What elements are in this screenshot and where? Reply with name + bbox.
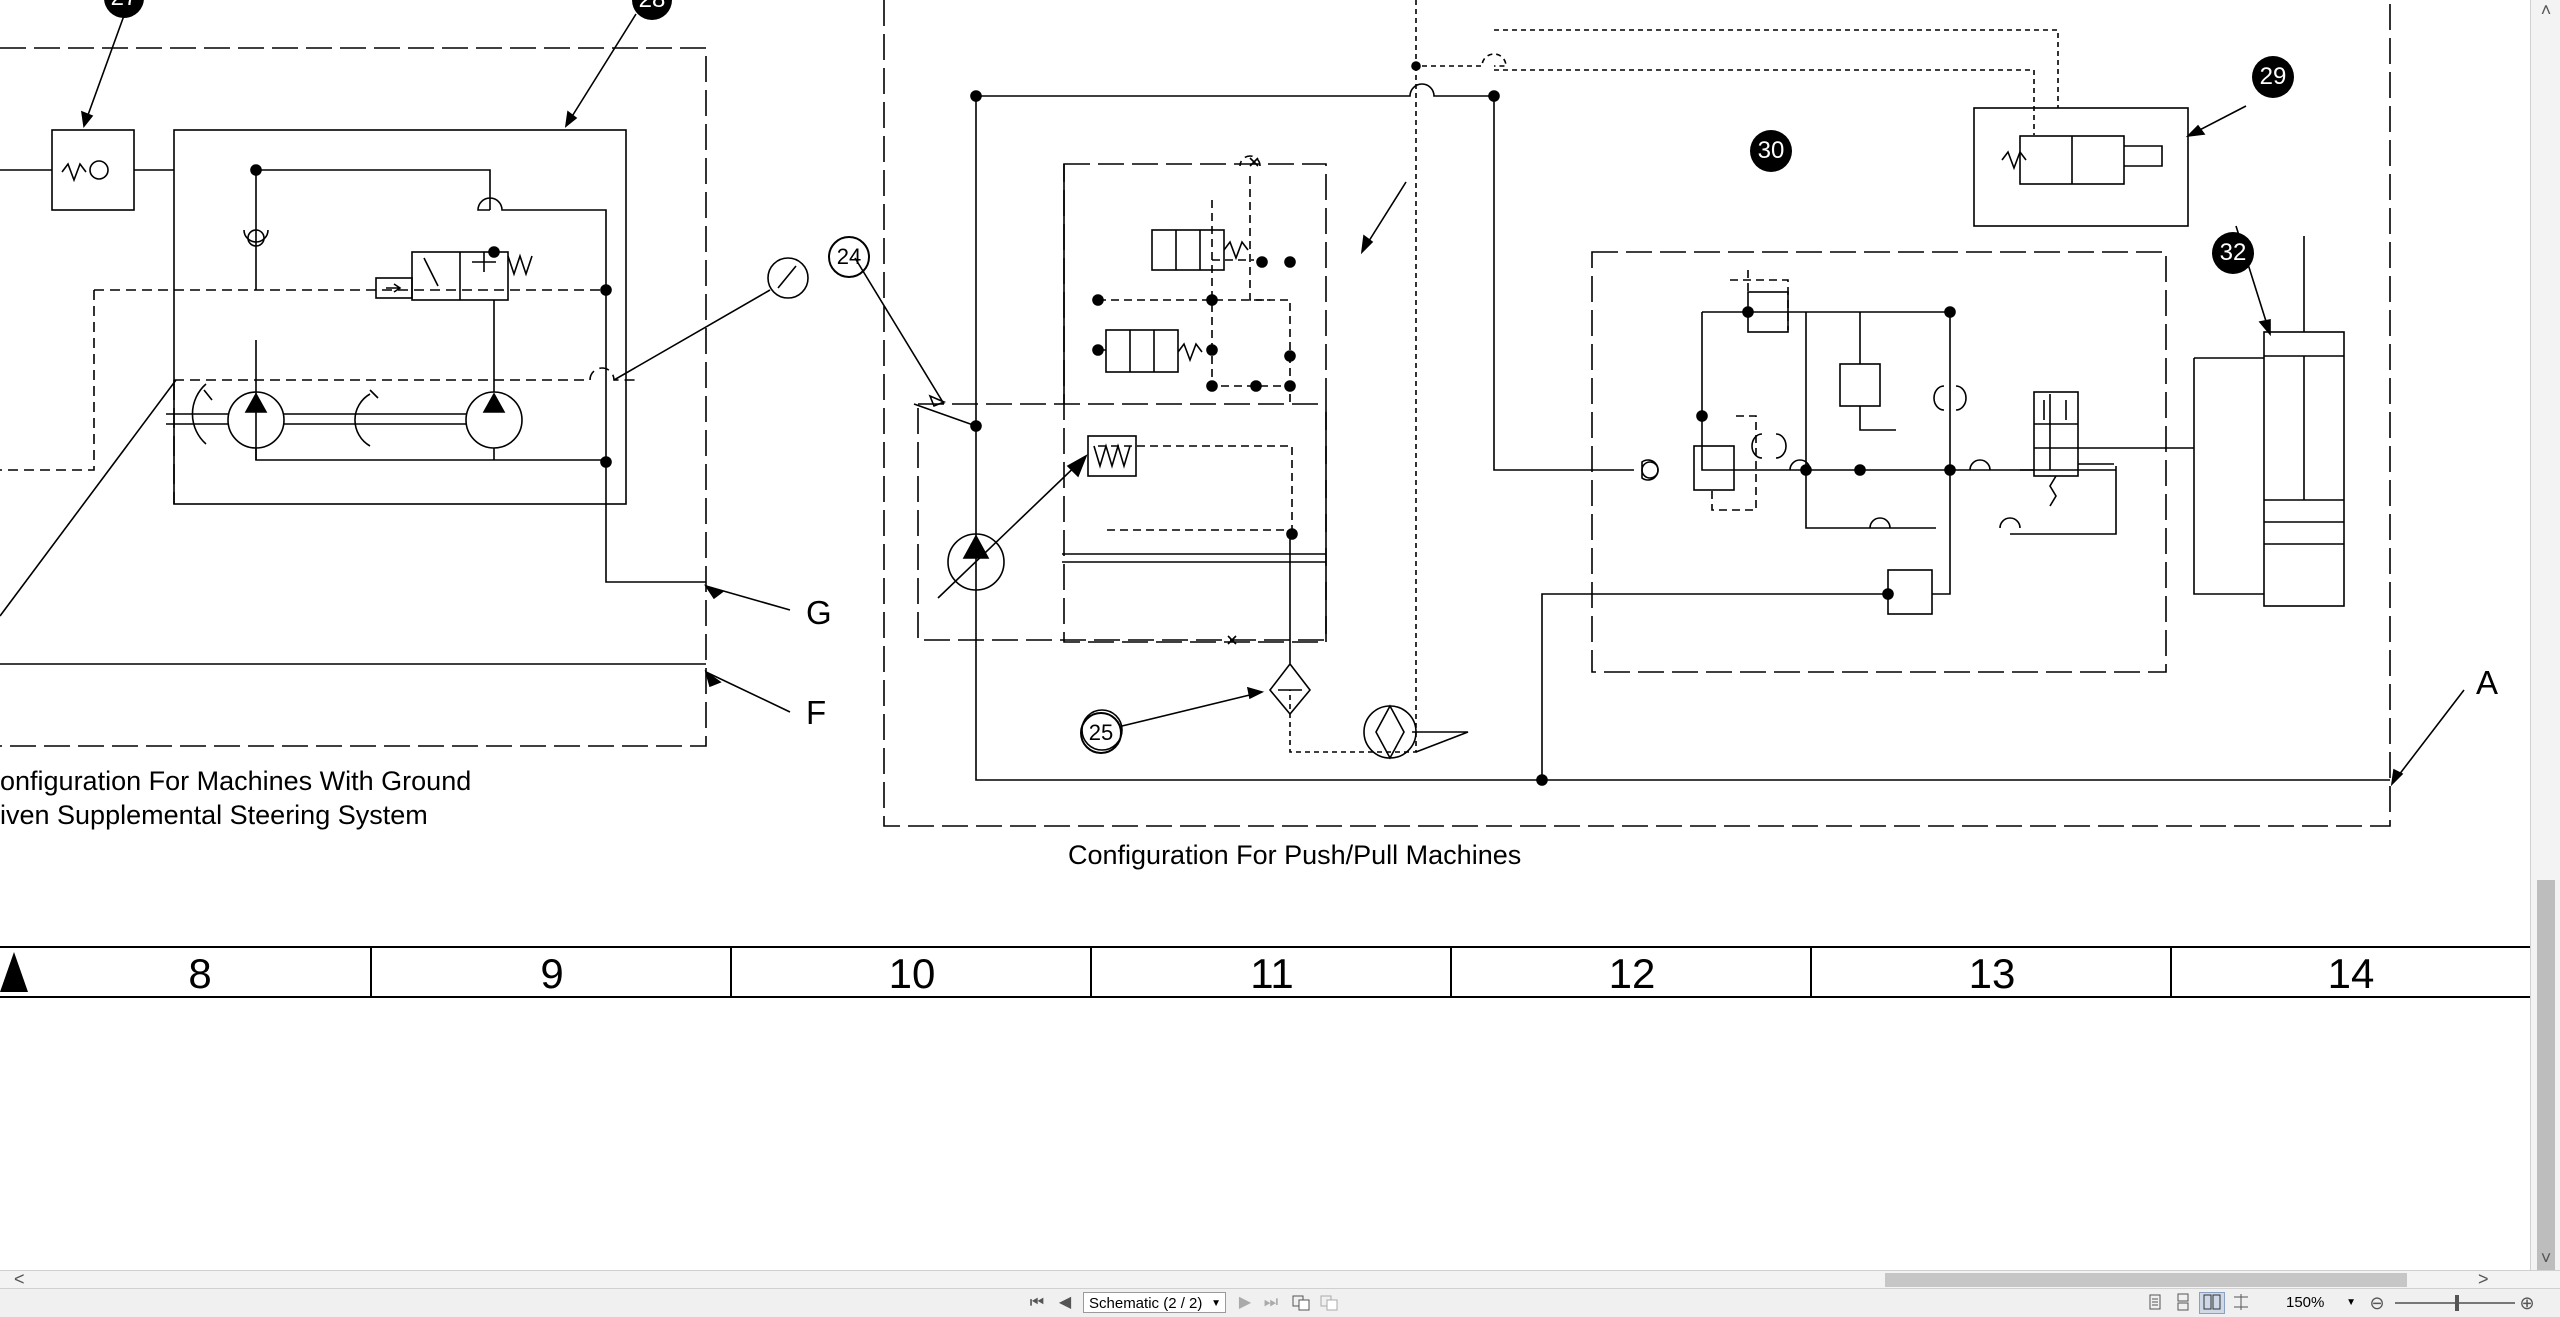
zoom-chevron-down-icon: ▼ bbox=[2346, 1297, 2356, 1308]
zone-ruler: 8 9 10 11 12 13 14 bbox=[0, 946, 2530, 998]
next-view-icon[interactable] bbox=[1318, 1293, 1340, 1313]
facing-pages-svg-icon bbox=[2203, 1294, 2221, 1310]
continuous-view-icon[interactable] bbox=[2172, 1293, 2194, 1313]
zone-9: 9 bbox=[370, 948, 732, 997]
previous-view-icon[interactable] bbox=[1290, 1293, 1312, 1313]
split-view-icon[interactable] bbox=[2230, 1293, 2252, 1313]
zoom-slider[interactable] bbox=[2395, 1295, 2515, 1311]
hydraulic-schematic-drawing bbox=[0, 0, 2465, 827]
horizontal-scroll-thumb[interactable] bbox=[1885, 1273, 2407, 1287]
page-selector[interactable]: Schematic (2 / 2) ▼ bbox=[1083, 1292, 1226, 1313]
single-page-view-icon[interactable] bbox=[2144, 1293, 2166, 1313]
scroll-up-icon[interactable]: ˄ bbox=[2540, 0, 2552, 20]
continuous-svg-icon bbox=[2177, 1293, 2189, 1311]
ground-driven-config bbox=[0, 9, 809, 747]
status-bar: ⏮ ◀ Schematic (2 / 2) ▼ ▶ ⏭ 150% ▼ ⊖ ⊕ bbox=[0, 1288, 2560, 1317]
prev-page-icon[interactable]: ◀ bbox=[1058, 1294, 1072, 1311]
chevron-down-icon: ▼ bbox=[1211, 1298, 1221, 1309]
zone-12: 12 bbox=[1450, 948, 1812, 997]
zoom-in-icon[interactable]: ⊕ bbox=[2519, 1293, 2535, 1313]
zone-8: 8 bbox=[188, 950, 212, 997]
zoom-selector[interactable]: 150% ▼ bbox=[2268, 1292, 2358, 1313]
scroll-right-icon[interactable]: > bbox=[2478, 1269, 2489, 1289]
callout-25[interactable]: 25 bbox=[1080, 712, 1122, 754]
zoom-level: 150% bbox=[2286, 1294, 2325, 1311]
port-label-f: F bbox=[806, 694, 827, 731]
callout-32[interactable]: 32 bbox=[2212, 232, 2254, 274]
zone-14: 14 bbox=[2170, 948, 2530, 997]
scroll-left-icon[interactable]: < bbox=[14, 1269, 25, 1289]
callout-30[interactable]: 30 bbox=[1750, 130, 1792, 172]
callout-29[interactable]: 29 bbox=[2252, 56, 2294, 98]
horizontal-scrollbar[interactable]: < > bbox=[0, 1269, 2560, 1289]
callout-27[interactable]: 27 bbox=[104, 0, 144, 18]
next-page-icon[interactable]: ▶ bbox=[1238, 1294, 1252, 1311]
last-page-icon[interactable]: ⏭ bbox=[1263, 1294, 1279, 1311]
port-label-a: A bbox=[2476, 664, 2499, 701]
previous-view-svg-icon bbox=[1292, 1295, 1310, 1311]
zone-10: 10 bbox=[730, 948, 1092, 997]
zoom-out-icon[interactable]: ⊖ bbox=[2369, 1293, 2385, 1313]
facing-pages-view-icon[interactable] bbox=[2199, 1292, 2225, 1314]
zoom-slider-knob[interactable] bbox=[2455, 1295, 2459, 1311]
port-label-g: G bbox=[806, 594, 832, 631]
zone-11: 11 bbox=[1090, 948, 1452, 997]
ground-driven-caption-line1: onfiguration For Machines With Ground bbox=[0, 766, 472, 796]
schematic-canvas[interactable]: onfiguration For Machines With Ground iv… bbox=[0, 0, 2530, 1270]
push-pull-caption: Configuration For Push/Pull Machines bbox=[1068, 840, 1522, 870]
vertical-scroll-thumb[interactable] bbox=[2537, 880, 2555, 1270]
vertical-scrollbar[interactable]: ˄ ˅ bbox=[2530, 0, 2560, 1270]
ground-driven-caption-line2: iven Supplemental Steering System bbox=[0, 800, 428, 830]
push-pull-config bbox=[854, 0, 2465, 827]
zone-marker-triangle-icon bbox=[0, 952, 28, 992]
callout-24[interactable]: 24 bbox=[828, 236, 870, 278]
zone-13: 13 bbox=[1810, 948, 2172, 997]
first-page-icon[interactable]: ⏮ bbox=[1029, 1294, 1045, 1311]
next-view-svg-icon bbox=[1320, 1295, 1338, 1311]
page-selector-value: Schematic (2 / 2) bbox=[1089, 1295, 1203, 1312]
single-page-svg-icon bbox=[2149, 1294, 2161, 1310]
split-view-svg-icon bbox=[2234, 1294, 2248, 1310]
callout-28[interactable]: 28 bbox=[632, 0, 672, 20]
scroll-down-icon[interactable]: ˅ bbox=[2540, 1248, 2552, 1268]
